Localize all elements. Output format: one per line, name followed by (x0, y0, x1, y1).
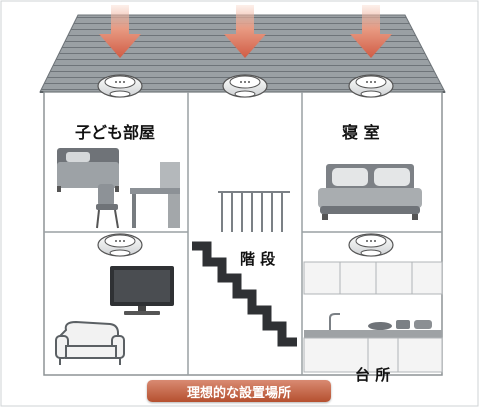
caption-banner: 理想的な設置場所 (147, 380, 331, 402)
room-label-kids-room: 子ども部屋 (75, 123, 156, 142)
desk-icon (130, 162, 180, 228)
down-arrow-icon (350, 5, 392, 58)
sofa-icon (55, 320, 125, 365)
railing-icon (218, 191, 290, 232)
room-label-bedroom: 寝 室 (342, 123, 380, 142)
room-label-stairs: 階 段 (240, 250, 276, 268)
room-label-kitchen: 台 所 (355, 366, 391, 384)
smoke-detector-icon (222, 74, 268, 98)
smoke-detector-icon (97, 74, 143, 98)
down-arrow-icon (99, 5, 141, 58)
tv-icon (110, 266, 174, 315)
smoke-detector-icon (348, 74, 394, 98)
smoke-detector-icon (97, 233, 143, 257)
kitchen-icon (303, 261, 443, 373)
down-arrow-icon (224, 5, 266, 58)
bed-icon (318, 164, 422, 220)
smoke-detector-icon (348, 233, 394, 257)
chair-icon (96, 184, 119, 229)
bed-icon (57, 148, 119, 192)
staircase-icon (192, 241, 297, 347)
